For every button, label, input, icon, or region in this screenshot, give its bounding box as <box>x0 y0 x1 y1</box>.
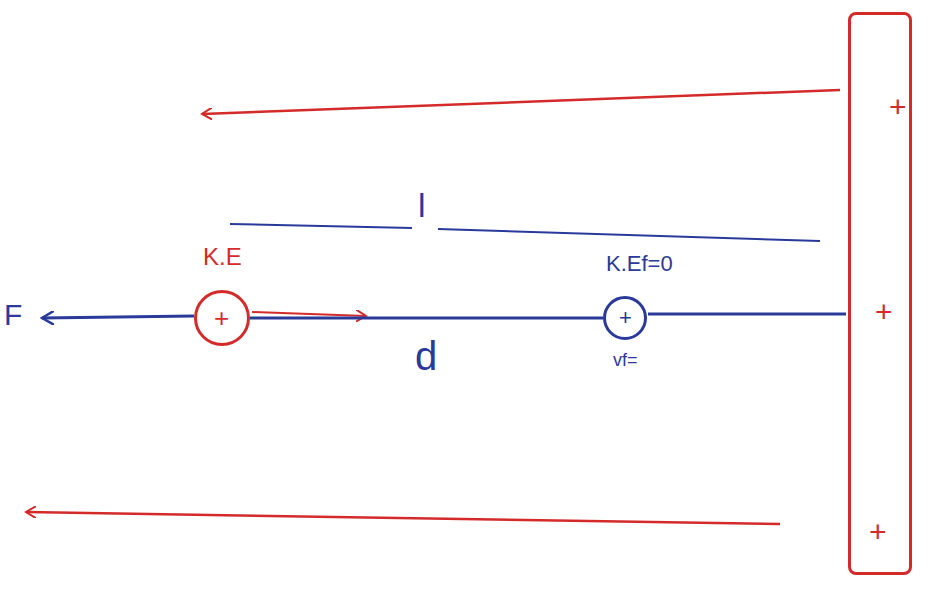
charge-sign: + <box>869 517 887 547</box>
length-bracket <box>230 224 820 241</box>
charge-sign: + <box>619 307 632 329</box>
distance-line <box>250 317 603 320</box>
force-arrow <box>42 316 194 318</box>
energy-label: vf= <box>613 351 638 369</box>
charge-sign: + <box>889 92 907 122</box>
charge-sign: + <box>214 305 229 331</box>
path-line <box>648 313 846 316</box>
motion-arrow <box>252 312 366 316</box>
field-line <box>26 512 780 524</box>
charge-circle: K.Ef=0+vf= <box>603 296 647 340</box>
force-label: F <box>4 300 22 330</box>
energy-label: K.E <box>203 245 242 269</box>
field-line <box>202 90 840 114</box>
charge-circle: K.E+ <box>194 290 250 346</box>
length-label: l <box>418 188 426 222</box>
charge-sign: + <box>875 297 893 327</box>
distance-label: d <box>415 336 437 376</box>
charged-plate: + + + <box>848 12 912 575</box>
energy-label: K.Ef=0 <box>606 253 673 275</box>
